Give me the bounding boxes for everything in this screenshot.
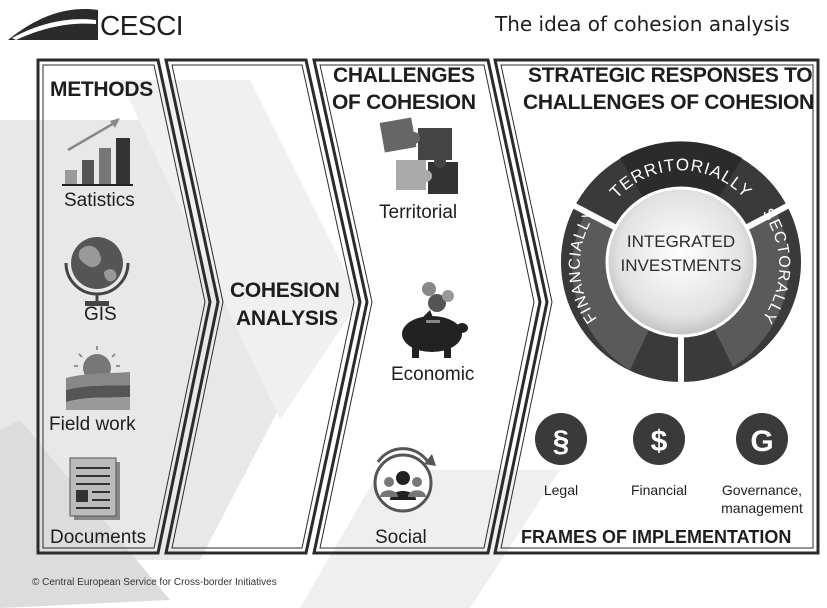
- svg-text:G: G: [750, 425, 773, 458]
- challenge-label-territorial: Territorial: [379, 202, 458, 223]
- globe-icon: [64, 237, 130, 306]
- methods-header: METHODS: [50, 78, 153, 101]
- frame-label-financial: Financial: [630, 482, 688, 498]
- strategic-header-line1: STRATEGIC RESPONSES TO: [528, 64, 813, 87]
- ring-center-line1: INTEGRATED: [626, 232, 736, 251]
- frame-label-governance-line1: Governance,: [721, 482, 803, 498]
- integration-ring: TERRITORIALLY SECTORALLY FINANCIALLY: [561, 141, 801, 382]
- strategic-frame-inner: [500, 64, 814, 549]
- financial-icon: $: [633, 413, 685, 465]
- methods-frame: [36, 58, 212, 555]
- method-label-gis: GIS: [84, 304, 117, 325]
- field-icon: [66, 346, 130, 410]
- frame-label-governance-line2: management: [721, 500, 803, 516]
- legal-icon: §: [535, 413, 587, 465]
- challenge-label-social: Social: [375, 527, 427, 548]
- frame-label-legal: Legal: [543, 482, 579, 498]
- analysis-frame: [164, 58, 362, 555]
- people-icon: [373, 447, 436, 513]
- methods-frame-inner: [42, 64, 206, 549]
- challenges-frame-inner: [319, 64, 535, 549]
- bar-chart-icon: [62, 118, 133, 186]
- ring-center-line2: INVESTMENTS: [620, 256, 742, 275]
- bg-shape-bottom-mid: [300, 470, 560, 608]
- analysis-label-line1: COHESION: [230, 279, 340, 302]
- analysis-frame-inner: [171, 64, 355, 549]
- piggy-bank-icon: [402, 282, 468, 358]
- document-icon: [69, 457, 120, 520]
- method-label-fieldwork: Field work: [49, 414, 136, 435]
- method-label-statistics: Satistics: [64, 190, 135, 211]
- strategic-frame: [493, 58, 820, 555]
- svg-text:$: $: [651, 425, 668, 458]
- svg-text:§: §: [553, 425, 570, 458]
- analysis-label-line2: ANALYSIS: [236, 307, 338, 330]
- strategic-header-line2: CHALLENGES OF COHESION: [523, 91, 814, 114]
- challenge-label-economic: Economic: [391, 364, 475, 385]
- challenges-frame: [312, 58, 542, 555]
- puzzle-icon: [379, 117, 458, 194]
- governance-icon: G: [736, 413, 788, 465]
- frames-header: FRAMES OF IMPLEMENTATION: [521, 527, 792, 547]
- challenges-header-line2: OF COHESION: [332, 91, 476, 114]
- brand-name: CESCI: [100, 10, 184, 41]
- method-label-documents: Documents: [50, 527, 147, 548]
- footer-credit: © Central European Service for Cross-bor…: [32, 577, 277, 588]
- challenges-header-line1: CHALLENGES: [333, 64, 475, 87]
- page-title: The idea of cohesion analysis: [495, 12, 790, 36]
